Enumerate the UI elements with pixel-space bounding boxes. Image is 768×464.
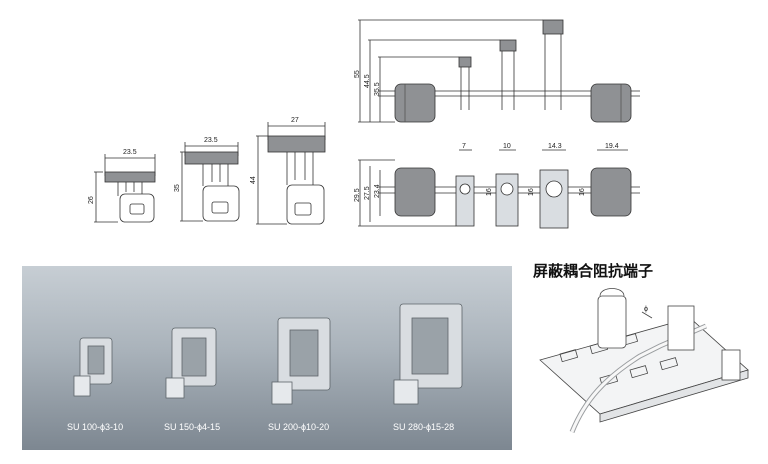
top-height-dim-1: 29.5 — [354, 188, 361, 202]
side-view-assembly — [358, 19, 640, 123]
caption-su100: SU 100-ϕ3-10 — [67, 422, 124, 432]
su200-width-dim: 27 — [291, 117, 299, 124]
side-height-dim-1: 55 — [354, 70, 361, 78]
caption-su200: SU 200-ϕ10-20 — [268, 422, 330, 432]
page-title: 屏蔽耦合阻抗端子 — [533, 262, 654, 280]
top-width-dim-2: 10 — [503, 143, 511, 150]
phi-label: ϕ — [644, 306, 648, 313]
su200-front-view — [256, 122, 326, 225]
su100-height-dim: 26 — [88, 196, 95, 204]
installation-illustration — [539, 288, 749, 433]
product-su280 — [393, 303, 463, 405]
product-su200 — [271, 317, 331, 405]
caption-su280: SU 280-ϕ15-28 — [393, 422, 455, 432]
slot-dim-3: 16 — [579, 188, 586, 196]
product-su100 — [73, 337, 113, 397]
top-height-dim-3: 23.4 — [374, 184, 381, 198]
su150-height-dim: 35 — [174, 184, 181, 192]
su200-height-dim: 44 — [250, 176, 257, 184]
top-width-dim-1: 7 — [462, 143, 466, 150]
top-width-dim-3: 14.3 — [548, 143, 562, 150]
side-height-dim-3: 35.5 — [374, 82, 381, 96]
product-photos — [73, 303, 463, 405]
side-height-dim-2: 44.5 — [364, 74, 371, 88]
su100-front-view — [94, 154, 156, 223]
top-view-assembly — [358, 149, 640, 229]
su150-front-view — [180, 142, 240, 222]
su150-width-dim: 23.5 — [204, 137, 218, 144]
top-width-dim-4: 19.4 — [605, 143, 619, 150]
top-height-dim-2: 27.5 — [364, 186, 371, 200]
product-su150 — [165, 327, 217, 399]
slot-dim-2: 16 — [528, 188, 535, 196]
product-photo-panel — [22, 266, 512, 450]
slot-dim-1: 16 — [486, 188, 493, 196]
su100-width-dim: 23.5 — [123, 149, 137, 156]
caption-su150: SU 150-ϕ4-15 — [164, 422, 221, 432]
